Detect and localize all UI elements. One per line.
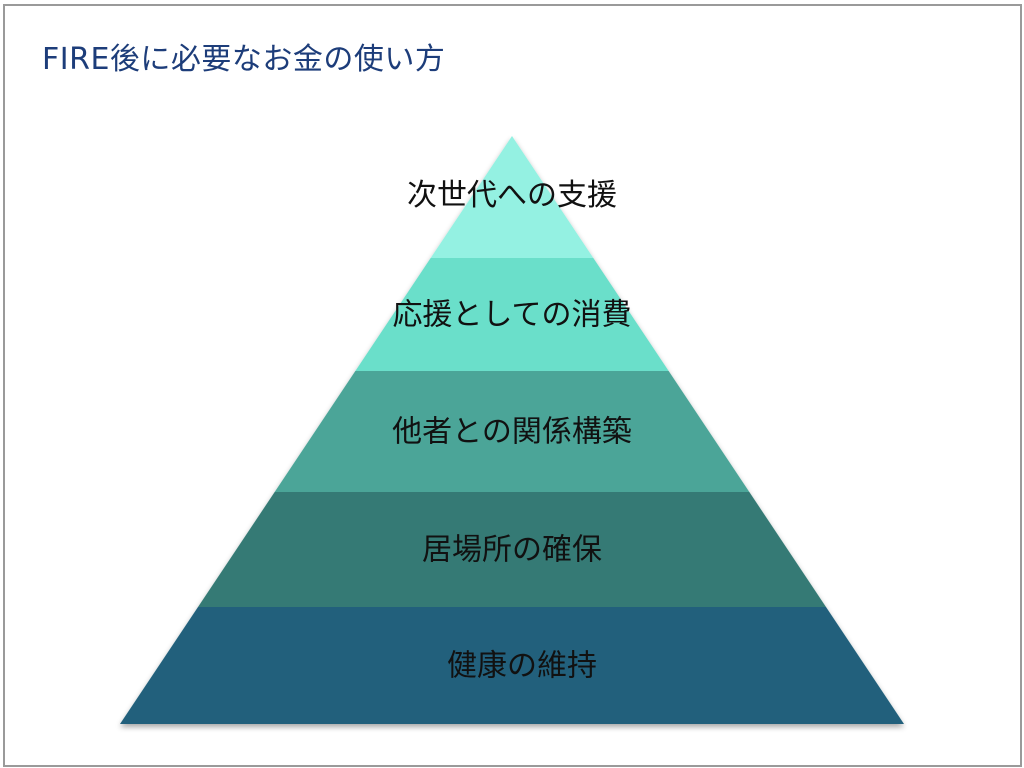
pyramid-layer-2-label: 応援としての消費 [392, 298, 631, 333]
pyramid-layer-3-label: 他者との関係構築 [392, 415, 632, 450]
pyramid-layer-4 [198, 492, 826, 607]
pyramid-layer-5-label: 健康の維持 [447, 649, 597, 684]
pyramid-layer-5 [120, 607, 904, 724]
pyramid-layer-4-label: 居場所の確保 [422, 533, 602, 568]
pyramid-layer-1 [430, 136, 594, 258]
pyramid-layer-2 [355, 258, 669, 371]
slide-title: FIRE後に必要なお金の使い方 [42, 42, 446, 77]
pyramid-layer-3 [274, 371, 750, 492]
pyramid-layer-1-label: 次世代への支援 [407, 178, 617, 213]
